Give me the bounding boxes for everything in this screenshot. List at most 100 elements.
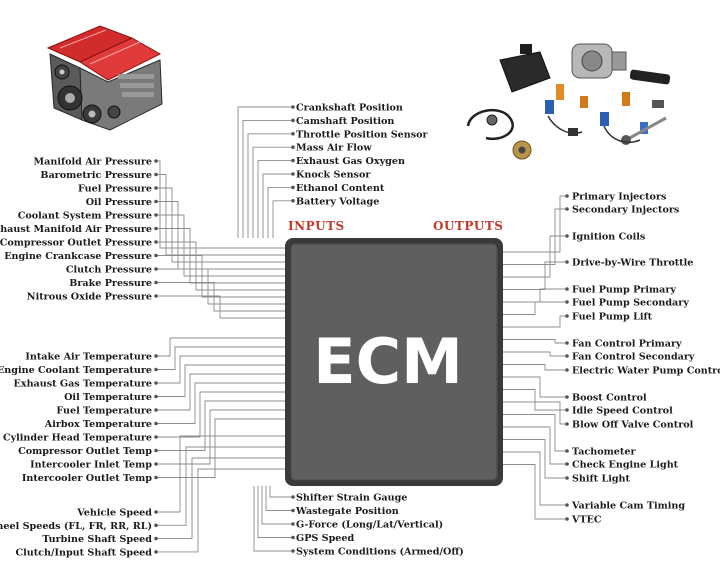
output-label-drive-by-wire-throttle: Drive-by-Wire Throttle bbox=[572, 258, 693, 269]
wire-primary-injectors bbox=[503, 195, 567, 253]
wire-end-shifter-strain-gauge bbox=[291, 495, 295, 499]
wire-end-tachometer bbox=[565, 449, 569, 453]
wire-end-wheel-speeds-fl-fr-rr-rl bbox=[154, 523, 158, 528]
wire-end-check-engine-light bbox=[565, 462, 569, 466]
inputs-header: INPUTS bbox=[288, 219, 345, 233]
wire-end-fan-control-primary bbox=[565, 341, 569, 345]
input-label-clutch-pressure: Clutch Pressure bbox=[66, 265, 152, 276]
wire-end-mass-air-flow bbox=[291, 145, 295, 149]
wire-intake-air-temperature bbox=[156, 337, 285, 357]
wire-end-vehicle-speed bbox=[154, 510, 158, 514]
input-label-ethanol-content: Ethanol Content bbox=[296, 183, 385, 194]
wire-end-boost-control bbox=[565, 395, 569, 399]
input-label-system-conditions-armed-off: System Conditions (Armed/Off) bbox=[296, 547, 464, 558]
wire-manifold-air-pressure bbox=[156, 160, 285, 249]
input-label-battery-voltage: Battery Voltage bbox=[296, 196, 379, 207]
output-label-idle-speed-control: Idle Speed Control bbox=[572, 406, 673, 417]
input-label-engine-crankcase-pressure: Engine Crankcase Pressure bbox=[4, 251, 152, 262]
sensor-parts-photo bbox=[466, 43, 671, 160]
wire-end-fuel-pump-secondary bbox=[565, 300, 569, 304]
wire-end-fuel-pressure bbox=[154, 186, 158, 190]
wire-wastegate-position bbox=[265, 486, 293, 511]
wire-shift-light bbox=[503, 439, 567, 479]
wire-airbox-temperature bbox=[156, 382, 285, 424]
wire-coolant-system-pressure bbox=[156, 214, 285, 277]
wire-end-exhaust-gas-oxygen bbox=[291, 158, 295, 163]
wire-end-manifold-air-pressure bbox=[154, 159, 158, 163]
wire-end-vtec bbox=[565, 517, 569, 521]
input-label-cylinder-head-temperature: Cylinder Head Temperature bbox=[3, 433, 152, 444]
input-label-nitrous-oxide-pressure: Nitrous Oxide Pressure bbox=[27, 292, 152, 303]
wire-brake-pressure bbox=[156, 282, 285, 312]
wire-fuel-pump-lift bbox=[503, 315, 567, 328]
output-label-vtec: VTEC bbox=[571, 515, 602, 526]
output-label-boost-control: Boost Control bbox=[572, 393, 647, 404]
wire-end-engine-coolant-temperature bbox=[154, 367, 158, 372]
wire-fan-control-primary bbox=[503, 339, 567, 344]
wire-end-gps-speed bbox=[291, 535, 295, 540]
wire-fuel-pump-primary bbox=[503, 288, 567, 303]
input-label-oil-temperature: Oil Temperature bbox=[64, 392, 152, 403]
wire-electric-water-pump-control bbox=[503, 364, 567, 371]
wire-intercooler-inlet-temp bbox=[156, 409, 285, 465]
wire-intercooler-outlet-temp bbox=[156, 418, 285, 478]
wire-cylinder-head-temperature bbox=[156, 391, 285, 438]
input-label-exhaust-gas-oxygen: Exhaust Gas Oxygen bbox=[296, 156, 405, 167]
wire-end-brake-pressure bbox=[154, 280, 158, 285]
input-label-intercooler-inlet-temp: Intercooler Inlet Temp bbox=[30, 460, 152, 471]
wire-clutch-pressure bbox=[156, 268, 285, 305]
input-label-vehicle-speed: Vehicle Speed bbox=[76, 508, 152, 519]
input-label-g-force-long-lat-vertical: G-Force (Long/Lat/Vertical) bbox=[296, 520, 443, 531]
input-label-gps-speed: GPS Speed bbox=[296, 533, 355, 544]
input-label-wastegate-position: Wastegate Position bbox=[295, 506, 399, 517]
wire-secondary-injectors bbox=[503, 208, 567, 265]
wire-end-camshaft-position bbox=[291, 118, 295, 123]
wire-engine-crankcase-pressure bbox=[156, 255, 285, 298]
input-label-throttle-position-sensor: Throttle Position Sensor bbox=[296, 129, 429, 140]
wire-variable-cam-timing bbox=[503, 451, 567, 506]
wire-oil-pressure bbox=[156, 201, 285, 270]
wire-end-fan-control-secondary bbox=[565, 354, 569, 358]
output-label-fan-control-secondary: Fan Control Secondary bbox=[572, 352, 695, 363]
output-label-fuel-pump-lift: Fuel Pump Lift bbox=[572, 312, 653, 323]
wire-end-ignition-coils bbox=[565, 234, 569, 238]
wire-clutch-input-shaft-speed bbox=[156, 468, 285, 553]
wire-fuel-temperature bbox=[156, 373, 285, 411]
wire-end-clutch-pressure bbox=[154, 267, 158, 271]
wire-crankshaft-position bbox=[237, 106, 293, 238]
input-label-airbox-temperature: Airbox Temperature bbox=[44, 419, 152, 430]
output-label-fan-control-primary: Fan Control Primary bbox=[572, 339, 682, 350]
input-label-exhaust-gas-temperature: Exhaust Gas Temperature bbox=[14, 379, 152, 390]
output-label-blow-off-valve-control: Blow Off Valve Control bbox=[572, 420, 694, 431]
wire-end-intercooler-outlet-temp bbox=[154, 475, 158, 480]
ecm-module: ECM bbox=[285, 238, 503, 486]
output-label-secondary-injectors: Secondary Injectors bbox=[572, 205, 679, 216]
wire-end-exhaust-manifold-air-pressure bbox=[154, 226, 158, 231]
wire-knock-sensor bbox=[262, 173, 293, 238]
output-label-shift-light: Shift Light bbox=[572, 474, 631, 485]
input-label-oil-pressure: Oil Pressure bbox=[86, 197, 152, 208]
wire-end-drive-by-wire-throttle bbox=[565, 260, 569, 264]
wire-ignition-coils bbox=[503, 235, 567, 278]
input-label-engine-coolant-temperature: Engine Coolant Temperature bbox=[0, 365, 152, 376]
wire-end-fuel-pump-lift bbox=[565, 314, 569, 318]
input-label-exhaust-manifold-air-pressure: Exhaust Manifold Air Pressure bbox=[0, 224, 152, 235]
output-label-ignition-coils: Ignition Coils bbox=[572, 232, 645, 243]
wire-end-primary-injectors bbox=[565, 194, 569, 198]
wire-exhaust-gas-temperature bbox=[156, 355, 285, 384]
output-label-variable-cam-timing: Variable Cam Timing bbox=[571, 501, 685, 512]
outputs-header: OUTPUTS bbox=[433, 219, 503, 233]
wire-end-g-force-long-lat-vertical bbox=[291, 522, 295, 526]
wire-end-crankshaft-position bbox=[291, 105, 295, 109]
wire-shifter-strain-gauge bbox=[269, 486, 293, 498]
wire-end-exhaust-gas-temperature bbox=[154, 381, 158, 385]
wire-idle-speed-control bbox=[503, 389, 567, 411]
wire-fuel-pump-secondary bbox=[503, 301, 567, 315]
wire-end-compressor-outlet-pressure bbox=[154, 240, 158, 244]
wire-g-force-long-lat-vertical bbox=[261, 486, 293, 525]
wire-engine-coolant-temperature bbox=[156, 346, 285, 370]
wire-end-ethanol-content bbox=[291, 185, 295, 190]
wire-fuel-pressure bbox=[156, 187, 285, 263]
